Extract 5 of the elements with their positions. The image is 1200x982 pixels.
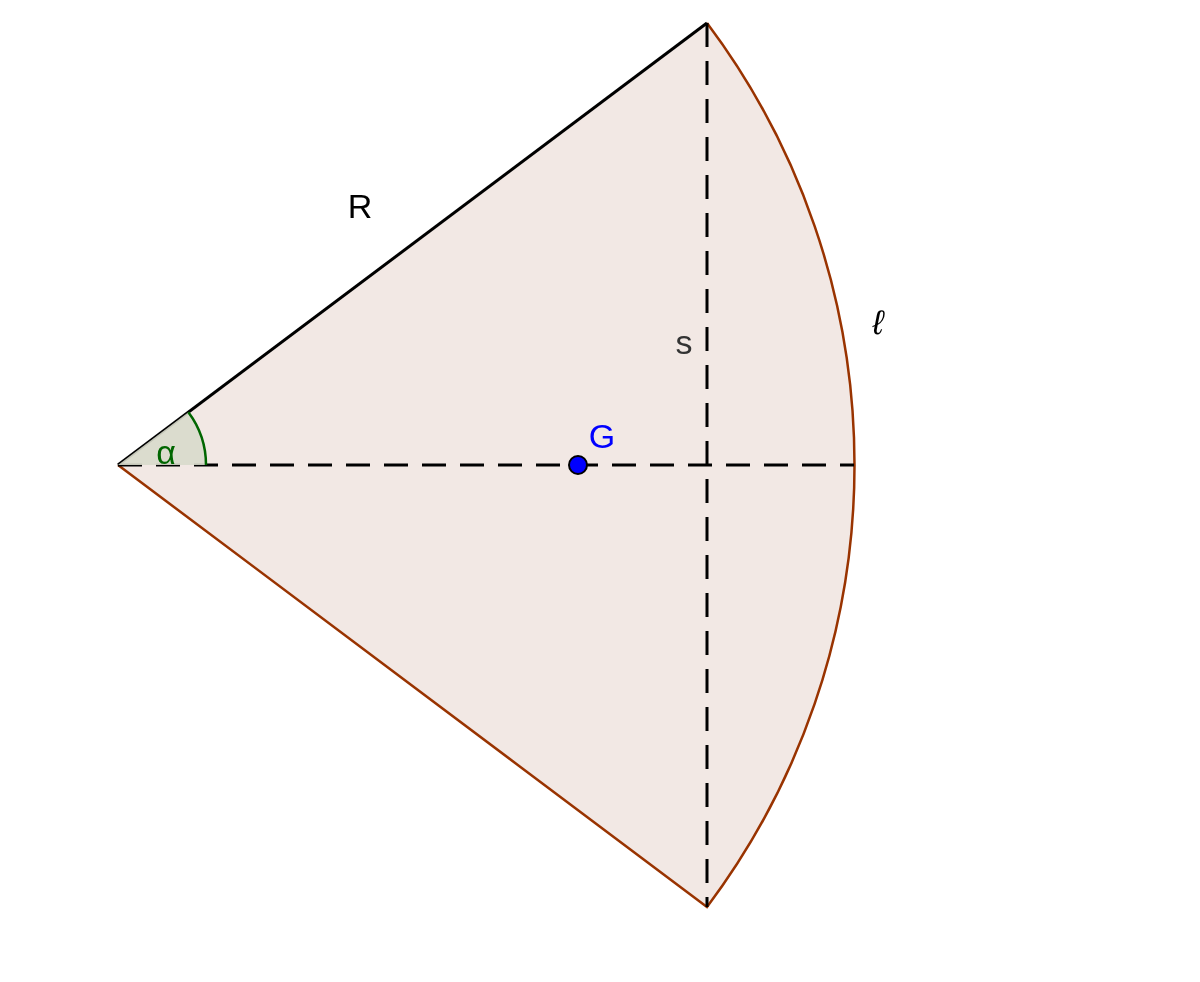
angle-label: α: [156, 435, 176, 469]
chord-label: s: [675, 325, 693, 359]
side-label: R: [347, 189, 373, 223]
point-label: G: [588, 419, 616, 453]
arc-length-label: ℓ: [872, 305, 884, 339]
